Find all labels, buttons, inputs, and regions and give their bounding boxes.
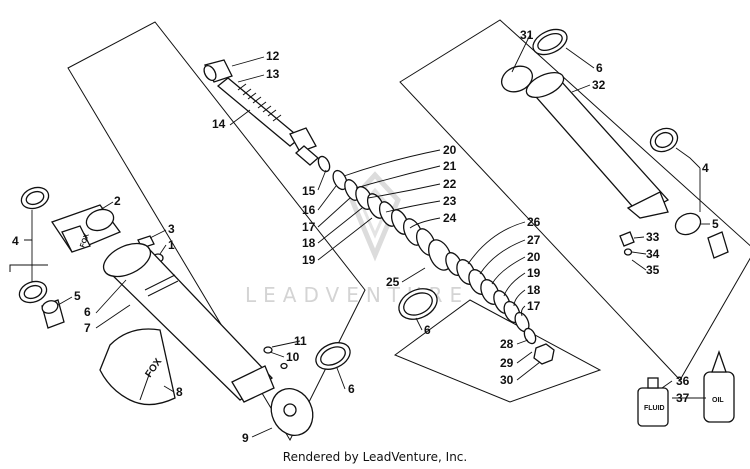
callout-6-bottom: 6 xyxy=(348,382,355,396)
oil-bottle-label: OIL xyxy=(712,397,724,404)
callout-35: 35 xyxy=(646,263,660,277)
eyelet-pins xyxy=(263,346,288,370)
callout-7: 7 xyxy=(84,321,91,335)
callout-34: 34 xyxy=(646,247,660,261)
callout-33: 33 xyxy=(646,230,660,244)
callout-17-left: 17 xyxy=(302,220,316,234)
right-bushings xyxy=(649,127,729,259)
reservoir-tube xyxy=(525,71,670,219)
callout-8: 8 xyxy=(176,385,183,399)
bottom-seal-cap xyxy=(315,342,351,370)
callout-16: 16 xyxy=(302,203,316,217)
right-assembly-panel xyxy=(399,19,750,381)
callout-13: 13 xyxy=(266,67,280,81)
oil-bottle: OIL xyxy=(703,350,735,423)
callout-18-right: 18 xyxy=(527,283,541,297)
callout-2: 2 xyxy=(114,194,121,208)
callout-26: 26 xyxy=(527,215,541,229)
shock-body-tube xyxy=(102,242,275,403)
callout-3: 3 xyxy=(168,222,175,236)
callout-20-right: 20 xyxy=(527,250,541,264)
left-bushings xyxy=(18,186,65,329)
reservoir-caps xyxy=(500,28,568,93)
callout-12: 12 xyxy=(266,49,280,63)
callout-27: 27 xyxy=(527,233,541,247)
callout-36: 36 xyxy=(676,374,690,388)
callout-17-right: 17 xyxy=(527,299,541,313)
seal-ring xyxy=(398,288,438,320)
callout-14: 14 xyxy=(212,117,226,131)
callout-30: 30 xyxy=(500,373,514,387)
callout-5-left: 5 xyxy=(74,289,81,303)
callout-6-piston: 6 xyxy=(424,323,431,337)
callout-numbers: 12 13 14 2 3 1 4 5 6 7 8 9 10 11 6 15 16… xyxy=(12,28,719,445)
callout-4-left: 4 xyxy=(12,234,19,248)
callout-37: 37 xyxy=(676,391,690,405)
footer-credit: Rendered by LeadVenture, Inc. xyxy=(282,450,468,464)
shaft-threads xyxy=(237,83,282,122)
eyelet xyxy=(270,388,314,436)
protective-sleeve: FOX xyxy=(99,328,176,406)
callout-4-right: 4 xyxy=(702,161,709,175)
reservoir-cap: FOX xyxy=(50,204,122,253)
callout-1: 1 xyxy=(168,238,175,252)
callout-6-left: 6 xyxy=(84,305,91,319)
shaft-assembly xyxy=(203,59,319,166)
left-edge-line xyxy=(9,264,48,272)
brand-mark-cap: FOX xyxy=(79,232,91,248)
fluid-bottle-label: FLUID xyxy=(644,405,665,412)
callout-28: 28 xyxy=(500,337,514,351)
callout-18-left: 18 xyxy=(302,236,316,250)
leader-lines xyxy=(24,34,710,438)
callout-6-top: 6 xyxy=(596,61,603,75)
left-assembly-panel xyxy=(67,21,366,442)
callout-29: 29 xyxy=(500,356,514,370)
callout-19-right: 19 xyxy=(527,266,541,280)
callout-23: 23 xyxy=(443,194,457,208)
callout-11: 11 xyxy=(294,334,307,348)
callout-9: 9 xyxy=(242,431,249,445)
callout-25: 25 xyxy=(386,275,400,289)
piston-assembly-panel xyxy=(393,299,602,403)
callout-31: 31 xyxy=(520,28,534,42)
callout-32: 32 xyxy=(592,78,606,92)
callout-22: 22 xyxy=(443,177,457,191)
callout-21: 21 xyxy=(443,159,457,173)
callout-20-top: 20 xyxy=(443,143,457,157)
callout-5-right: 5 xyxy=(712,217,719,231)
right-valve-stack xyxy=(456,259,555,365)
reservoir-valve-parts xyxy=(619,231,635,256)
fluid-bottle: FLUID xyxy=(637,377,669,427)
callout-24: 24 xyxy=(443,211,457,225)
callout-19-left: 19 xyxy=(302,253,316,267)
callout-15: 15 xyxy=(302,184,316,198)
callout-10: 10 xyxy=(286,350,300,364)
